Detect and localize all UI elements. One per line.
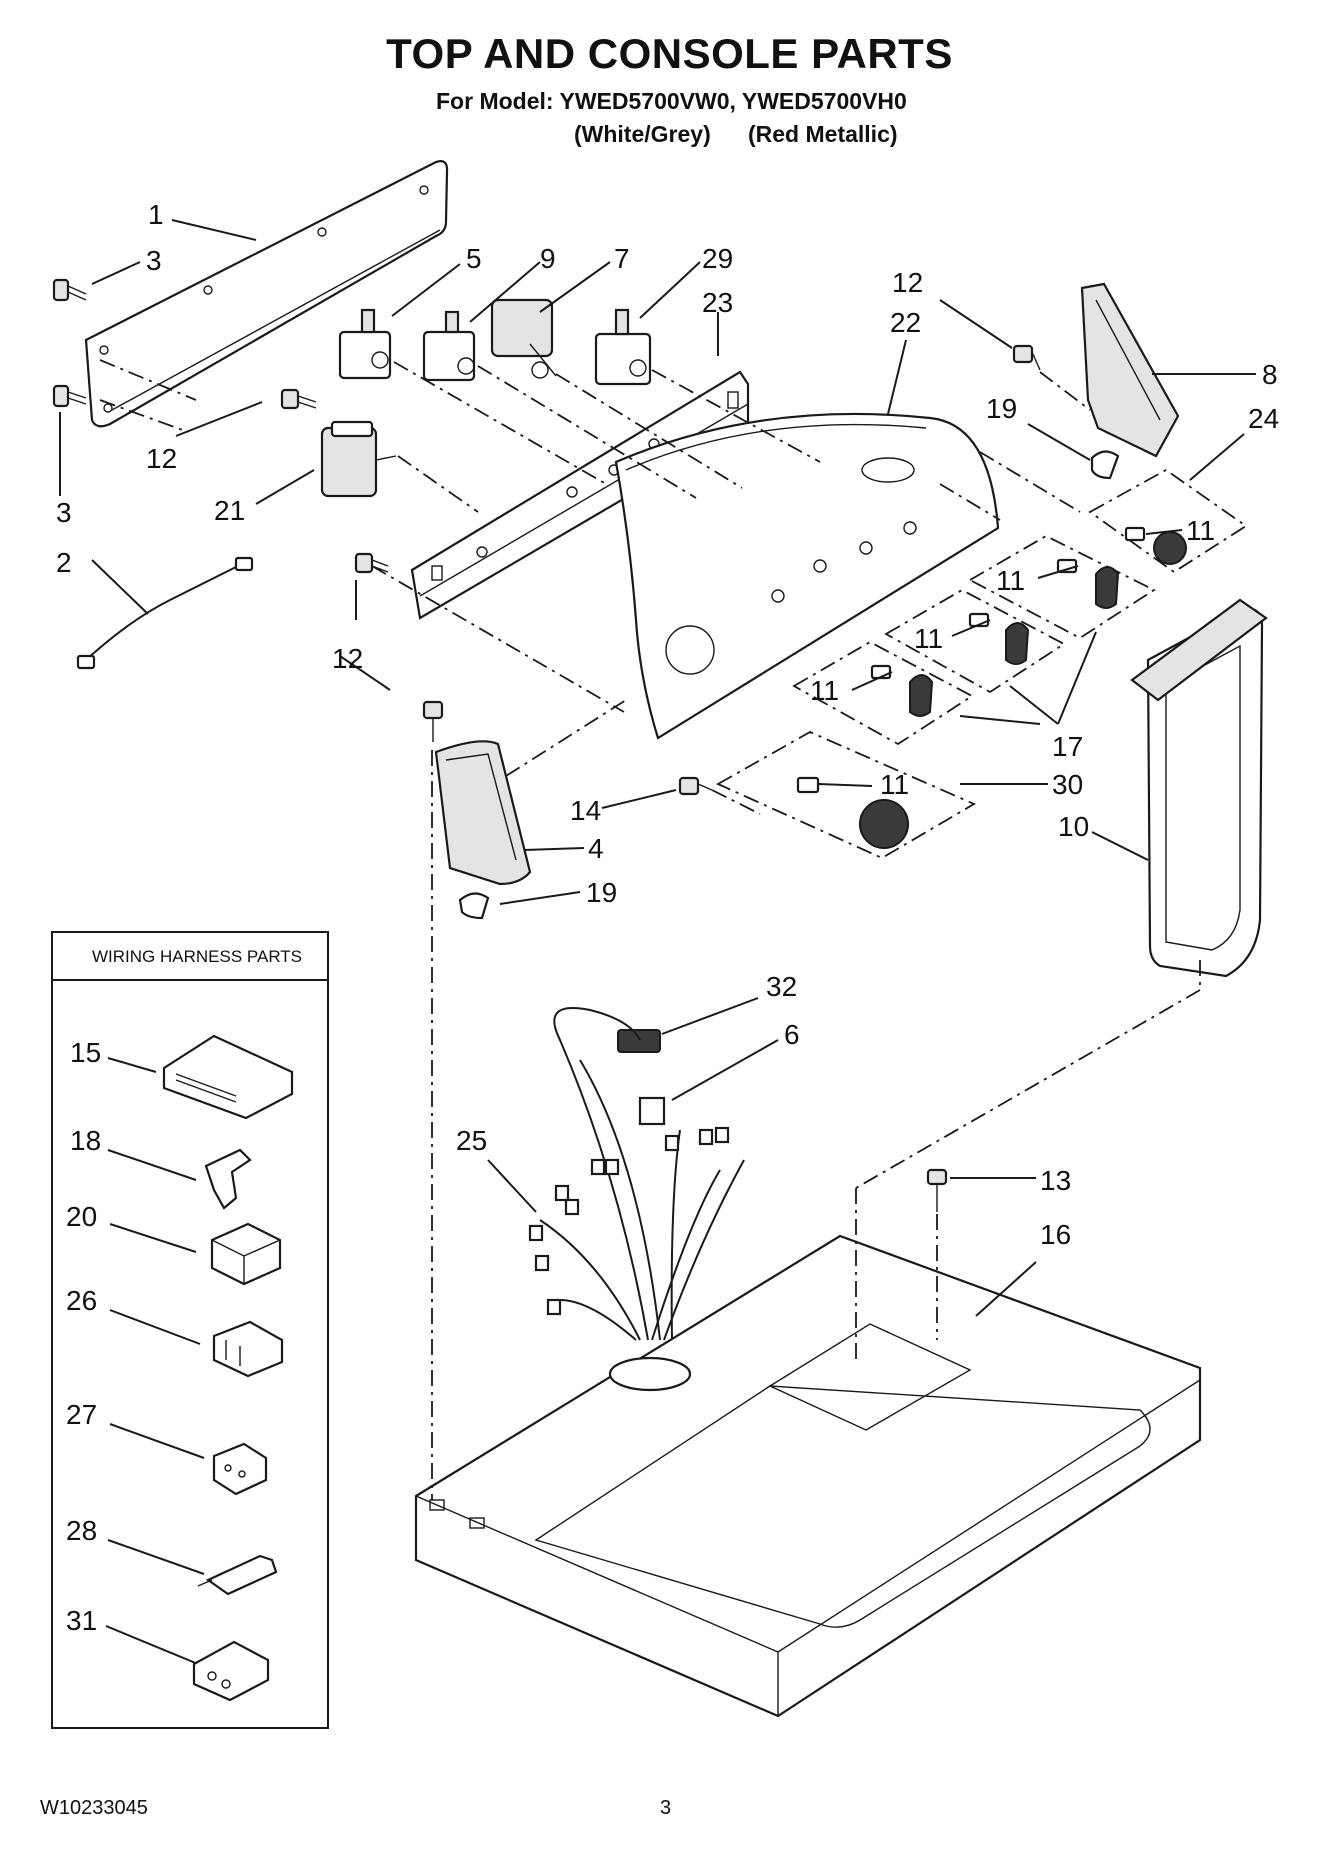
part-15-harness-connector (162, 1034, 294, 1120)
harness-callout-15: 15 (70, 1037, 101, 1068)
harness-callout-18: 18 (70, 1125, 101, 1156)
callout-23: 23 (702, 287, 733, 318)
part-9-switch (422, 310, 476, 382)
callout-2: 2 (56, 547, 72, 578)
document-number: W10233045 (40, 1797, 148, 1819)
callout-5: 5 (466, 243, 482, 274)
part-19-clip-lower (458, 892, 490, 920)
callout-24: 24 (1248, 403, 1279, 434)
part-18-harness-clip (204, 1148, 252, 1210)
callout-3b: 3 (56, 497, 72, 528)
callout-25: 25 (456, 1125, 487, 1156)
model-line: For Model: YWED5700VW0, YWED5700VH0 (436, 88, 907, 114)
part-3-screw-upper (52, 278, 87, 302)
part-12-screw-c (422, 700, 444, 742)
part-2-wire-jumper (76, 556, 254, 670)
part-7-selector-switch (490, 298, 557, 379)
callout-12a: 12 (146, 443, 177, 474)
variant-white-grey: (White/Grey) (574, 121, 711, 147)
callout-11c: 11 (914, 623, 943, 654)
part-24-knob-kit (1088, 468, 1248, 574)
part-16-top-panel (414, 1234, 1202, 1718)
part-17-knob-kit-2 (884, 588, 1066, 694)
harness-callout-28: 28 (66, 1515, 97, 1546)
harness-callout-27: 27 (66, 1399, 97, 1430)
harness-callout-26: 26 (66, 1285, 97, 1316)
part-17-knob-kit-3 (792, 640, 974, 746)
callout-11a: 11 (1186, 515, 1215, 546)
callout-labels: 1 3 3 2 12 21 5 9 7 29 23 22 12 8 19 24 … (56, 199, 1279, 1250)
part-17-knob-kit-1 (968, 534, 1156, 640)
part-12-screw-b (354, 552, 389, 574)
part-12-screw-a (280, 388, 317, 410)
callout-19a: 19 (986, 393, 1017, 424)
harness-callout-20: 20 (66, 1201, 97, 1232)
part-30-knob-kit (716, 730, 976, 860)
part-31-harness-connector (192, 1640, 270, 1702)
callout-14: 14 (570, 795, 601, 826)
callout-11d: 11 (810, 675, 839, 706)
callout-4: 4 (588, 833, 604, 864)
callout-11e: 11 (880, 769, 909, 800)
part-25-wiring-harness (528, 1007, 745, 1341)
callout-7: 7 (614, 243, 630, 274)
callout-30: 30 (1052, 769, 1083, 800)
callout-1: 1 (148, 199, 164, 230)
part-5-switch (338, 308, 392, 380)
part-28-terminal (197, 1554, 278, 1596)
harness-box-title: WIRING HARNESS PARTS (92, 947, 302, 966)
part-4-end-cap-left (434, 740, 532, 886)
part-32-connector (617, 1029, 661, 1053)
callout-29: 29 (702, 243, 733, 274)
callout-19b: 19 (586, 877, 617, 908)
callout-12d: 12 (892, 267, 923, 298)
callout-13: 13 (1040, 1165, 1071, 1196)
part-12-screw-d (1012, 344, 1041, 371)
part-6-connector (638, 1096, 666, 1126)
wiring-harness-parts-box: WIRING HARNESS PARTS 15 18 20 26 (51, 931, 329, 1729)
callout-16: 16 (1040, 1219, 1071, 1250)
page-title: TOP AND CONSOLE PARTS (386, 30, 953, 77)
part-21-timer (320, 420, 397, 498)
variant-red-metallic: (Red Metallic) (748, 121, 898, 147)
leader-lines (59, 219, 1256, 1317)
callout-9: 9 (540, 243, 556, 274)
callout-12b: 12 (332, 643, 363, 674)
callout-10: 10 (1058, 811, 1089, 842)
callout-8: 8 (1262, 359, 1278, 390)
callout-21: 21 (214, 495, 245, 526)
part-22-console (614, 412, 1000, 740)
callout-17: 17 (1052, 731, 1083, 762)
assembly-lines (99, 359, 1201, 1500)
callout-3a: 3 (146, 245, 162, 276)
harness-callout-31: 31 (66, 1605, 97, 1636)
part-14-screw (678, 776, 713, 796)
page-number: 3 (660, 1797, 672, 1819)
part-13-screw (926, 1168, 948, 1212)
part-27-harness-connector (212, 1442, 268, 1496)
callout-11b: 11 (996, 565, 1025, 596)
part-1-console-back-plate (84, 160, 449, 428)
callout-22: 22 (890, 307, 921, 338)
part-3-screw-lower (52, 384, 87, 408)
part-29-switch (594, 308, 652, 386)
part-20-harness-connector (210, 1222, 282, 1286)
callout-6: 6 (784, 1019, 800, 1050)
callout-32: 32 (766, 971, 797, 1002)
part-10-lint-screen (1130, 598, 1268, 978)
part-26-harness-connector (212, 1320, 284, 1378)
part-19-clip-upper (1090, 450, 1120, 480)
part-8-end-cap (1080, 282, 1180, 458)
